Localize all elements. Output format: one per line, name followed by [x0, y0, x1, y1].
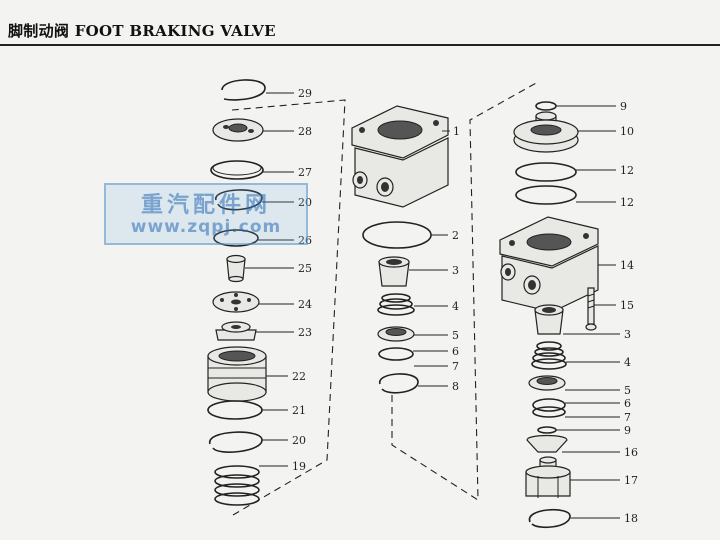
part-12-seal-ring-upper: 12: [515, 162, 634, 182]
callout-22: 22: [292, 370, 306, 383]
callout-25: 25: [298, 262, 312, 275]
callout-20b: 20: [292, 434, 306, 447]
callout-10: 10: [620, 125, 634, 138]
part-27-seal-ring: 27: [210, 160, 312, 180]
part-23-piston-cap: 23: [215, 321, 312, 341]
callout-15: 15: [620, 299, 634, 312]
part-4-spring: 4: [377, 293, 459, 316]
part-5-valve: 5: [377, 326, 459, 342]
callout-17: 17: [624, 474, 638, 487]
callout-28: 28: [298, 125, 312, 138]
callout-4a: 4: [452, 300, 459, 313]
watermark-logo: 重汽配件网 www.zqpj.com: [104, 183, 308, 245]
part-6-washer-right: 6: [532, 397, 631, 412]
part-14-lower-valve-body: 14: [499, 216, 634, 313]
callout-7b: 7: [624, 411, 631, 424]
part-25-plunger: 25: [226, 254, 312, 283]
callout-5a: 5: [452, 329, 459, 342]
part-16-cup-seal: 16: [526, 434, 638, 459]
callout-21: 21: [292, 404, 306, 417]
callout-5b: 5: [624, 384, 631, 397]
callout-3b: 3: [624, 328, 631, 341]
part-6-washer: 6: [378, 345, 459, 361]
part-3-valve-seat-right: 3: [534, 304, 631, 341]
callout-12a: 12: [620, 164, 634, 177]
callout-12b: 12: [620, 196, 634, 209]
part-2-seal-ring: 2: [362, 221, 459, 249]
assembly-guide-middle: [391, 81, 539, 502]
callout-20a: 20: [298, 196, 312, 209]
callout-16: 16: [624, 446, 638, 459]
header-divider: [0, 44, 720, 46]
part-7-washer-right: 7: [532, 406, 631, 424]
part-9-o-ring-upper: 9: [535, 100, 627, 113]
part-20-retaining-ring-upper: 20: [215, 189, 312, 211]
callout-6b: 6: [624, 397, 631, 410]
callout-19: 19: [292, 460, 306, 473]
part-10-piston: 10: [513, 111, 634, 153]
callout-29: 29: [298, 87, 312, 100]
callout-6a: 6: [452, 345, 459, 358]
callout-2: 2: [452, 229, 459, 242]
part-4-spring-right: 4: [531, 341, 631, 370]
part-22-piston-assembly: 22: [207, 346, 306, 402]
callout-9b: 9: [624, 424, 631, 437]
assembly-guide-left: [231, 99, 346, 516]
callout-23: 23: [298, 326, 312, 339]
part-3-valve-seat: 3: [378, 256, 459, 287]
callout-9a: 9: [620, 100, 627, 113]
part-8-snap-ring: 8: [379, 373, 459, 394]
part-12-seal-ring-lower: 12: [515, 185, 634, 209]
callout-1: 1: [453, 125, 460, 138]
part-7-washer: 7: [414, 360, 459, 373]
callout-14: 14: [620, 259, 634, 272]
callout-8: 8: [452, 380, 459, 393]
callout-18: 18: [624, 512, 638, 525]
part-20-retaining-ring-lower: 20: [209, 431, 306, 453]
page-title: 脚制动阀 FOOT BRAKING VALVE: [8, 22, 276, 40]
part-17-plug-nut: 17: [525, 456, 638, 498]
watermark-text-cn: 重汽配件网: [140, 193, 271, 218]
part-15-bolt: 15: [585, 287, 634, 331]
callout-4b: 4: [624, 356, 631, 369]
part-28-valve-cover: 28: [212, 118, 312, 142]
callout-7a: 7: [452, 360, 459, 373]
part-1-upper-valve-body: 1: [351, 105, 460, 208]
callout-24: 24: [298, 298, 312, 311]
part-21-seal-ring: 21: [207, 400, 306, 420]
callout-27: 27: [298, 166, 312, 179]
part-24-valve-plate: 24: [212, 291, 312, 313]
part-5-valve-right: 5: [528, 375, 631, 397]
part-9-o-ring-lower: 9: [537, 424, 631, 437]
callout-3a: 3: [452, 264, 459, 277]
part-29-snap-ring: 29: [221, 79, 312, 101]
watermark-text-url: www.zqpj.com: [130, 217, 282, 237]
part-19-spring: 19: [214, 460, 306, 506]
part-18-snap-ring: 18: [528, 508, 638, 529]
